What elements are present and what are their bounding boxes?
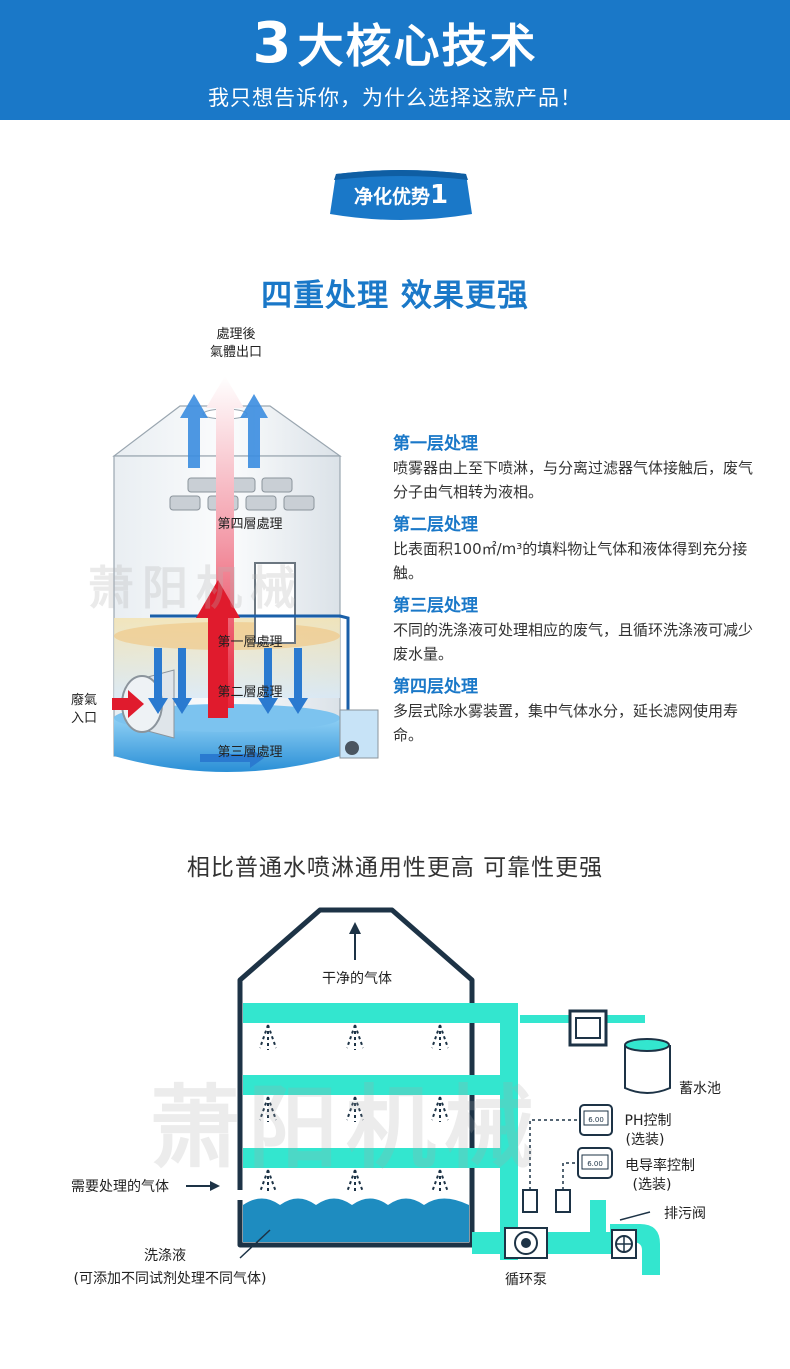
compare-title: 相比普通水喷淋通用性更高 可靠性更强 xyxy=(186,855,604,881)
hero-title: 3大核心技术 xyxy=(0,10,790,76)
cond-meter-reading: 6.00 xyxy=(587,1160,603,1168)
scrubber-tower-illustration: 處理後 氣體出口 廢氣 入口 第四層處理 第一層處理 第二層處理 第三層處理 xyxy=(71,327,379,772)
gas-in-label: 需要处理的气体 xyxy=(71,1179,169,1195)
ph-option-label: (选装) xyxy=(626,1132,665,1148)
layer4-tag: 第四層處理 xyxy=(217,517,282,532)
outlet-label-1: 處理後 xyxy=(216,327,255,342)
layer-item-1: 第一层处理 喷雾器由上至下喷淋，与分离过滤器气体接触后，废气分子由气相转为液相。 xyxy=(393,432,753,504)
layer-desc: 多层式除水雾装置，集中气体水分，延长滤网使用寿命。 xyxy=(393,702,739,744)
hero-subtitle: 我只想告诉你，为什么选择这款产品！ xyxy=(208,86,582,110)
badge-label: 净化优势 xyxy=(353,186,430,208)
pump-label: 循环泵 xyxy=(505,1272,547,1288)
section-title: 四重处理 效果更强 xyxy=(261,278,529,314)
outlet-label-2: 氣體出口 xyxy=(210,345,262,360)
layer-item-2: 第二层处理 比表面积100㎡/m³的填料物让气体和液体得到充分接触。 xyxy=(393,513,753,585)
layer1-tag: 第一層處理 xyxy=(217,635,282,650)
inlet-label-1: 廢氣 xyxy=(71,693,97,708)
reservoir-label: 蓄水池 xyxy=(679,1081,721,1097)
drain-valve-label: 排污阀 xyxy=(664,1206,706,1222)
layer-title: 第一层处理 xyxy=(393,434,478,454)
layer2-tag: 第二層處理 xyxy=(217,685,282,700)
layer-title: 第三层处理 xyxy=(393,596,478,616)
badge-number: 1 xyxy=(429,180,449,210)
layer-item-3: 第三层处理 不同的洗涤液可处理相应的废气，且循环洗涤液可减少废水量。 xyxy=(393,594,753,666)
hero-banner: 3大核心技术 我只想告诉你，为什么选择这款产品！ xyxy=(0,0,790,120)
hero-number: 3 xyxy=(252,11,294,76)
layer-descriptions: 第一层处理 喷雾器由上至下喷淋，与分离过滤器气体接触后，废气分子由气相转为液相。… xyxy=(393,432,753,756)
advantage-badge: 净化优势1 xyxy=(330,170,472,220)
layer-desc: 不同的洗涤液可处理相应的废气，且循环洗涤液可减少废水量。 xyxy=(393,621,754,663)
badge-text: 净化优势1 xyxy=(330,170,472,220)
cond-control-label: 电导率控制 xyxy=(625,1157,695,1174)
layer-desc: 喷雾器由上至下喷淋，与分离过滤器气体接触后，废气分子由气相转为液相。 xyxy=(393,459,754,501)
layer-item-4: 第四层处理 多层式除水雾装置，集中气体水分，延长滤网使用寿命。 xyxy=(393,675,753,747)
hero-title-text: 大核心技术 xyxy=(297,19,538,73)
wash-liquid-label: 洗涤液 xyxy=(144,1248,186,1264)
inlet-label-2: 入口 xyxy=(71,711,97,726)
ph-meter-reading: 6.00 xyxy=(588,1116,604,1124)
wash-note-label: (可添加不同试剂处理不同气体) xyxy=(74,1271,267,1287)
layer-title: 第四层处理 xyxy=(393,677,478,697)
layer-desc: 比表面积100㎡/m³的填料物让气体和液体得到充分接触。 xyxy=(393,540,748,582)
cond-option-label: (选装) xyxy=(633,1177,672,1193)
clean-gas-label: 干净的气体 xyxy=(322,971,392,987)
layer3-tag: 第三層處理 xyxy=(217,745,282,760)
process-flow-diagram: 干净的气体 需要处理的气体 洗涤液 (可添加不同试剂处理不同气体) 蓄水池 6.… xyxy=(71,907,721,1288)
ph-control-label: PH控制 xyxy=(625,1113,672,1129)
layer-title: 第二层处理 xyxy=(393,515,478,535)
badge-ribbon-shape xyxy=(330,170,472,220)
